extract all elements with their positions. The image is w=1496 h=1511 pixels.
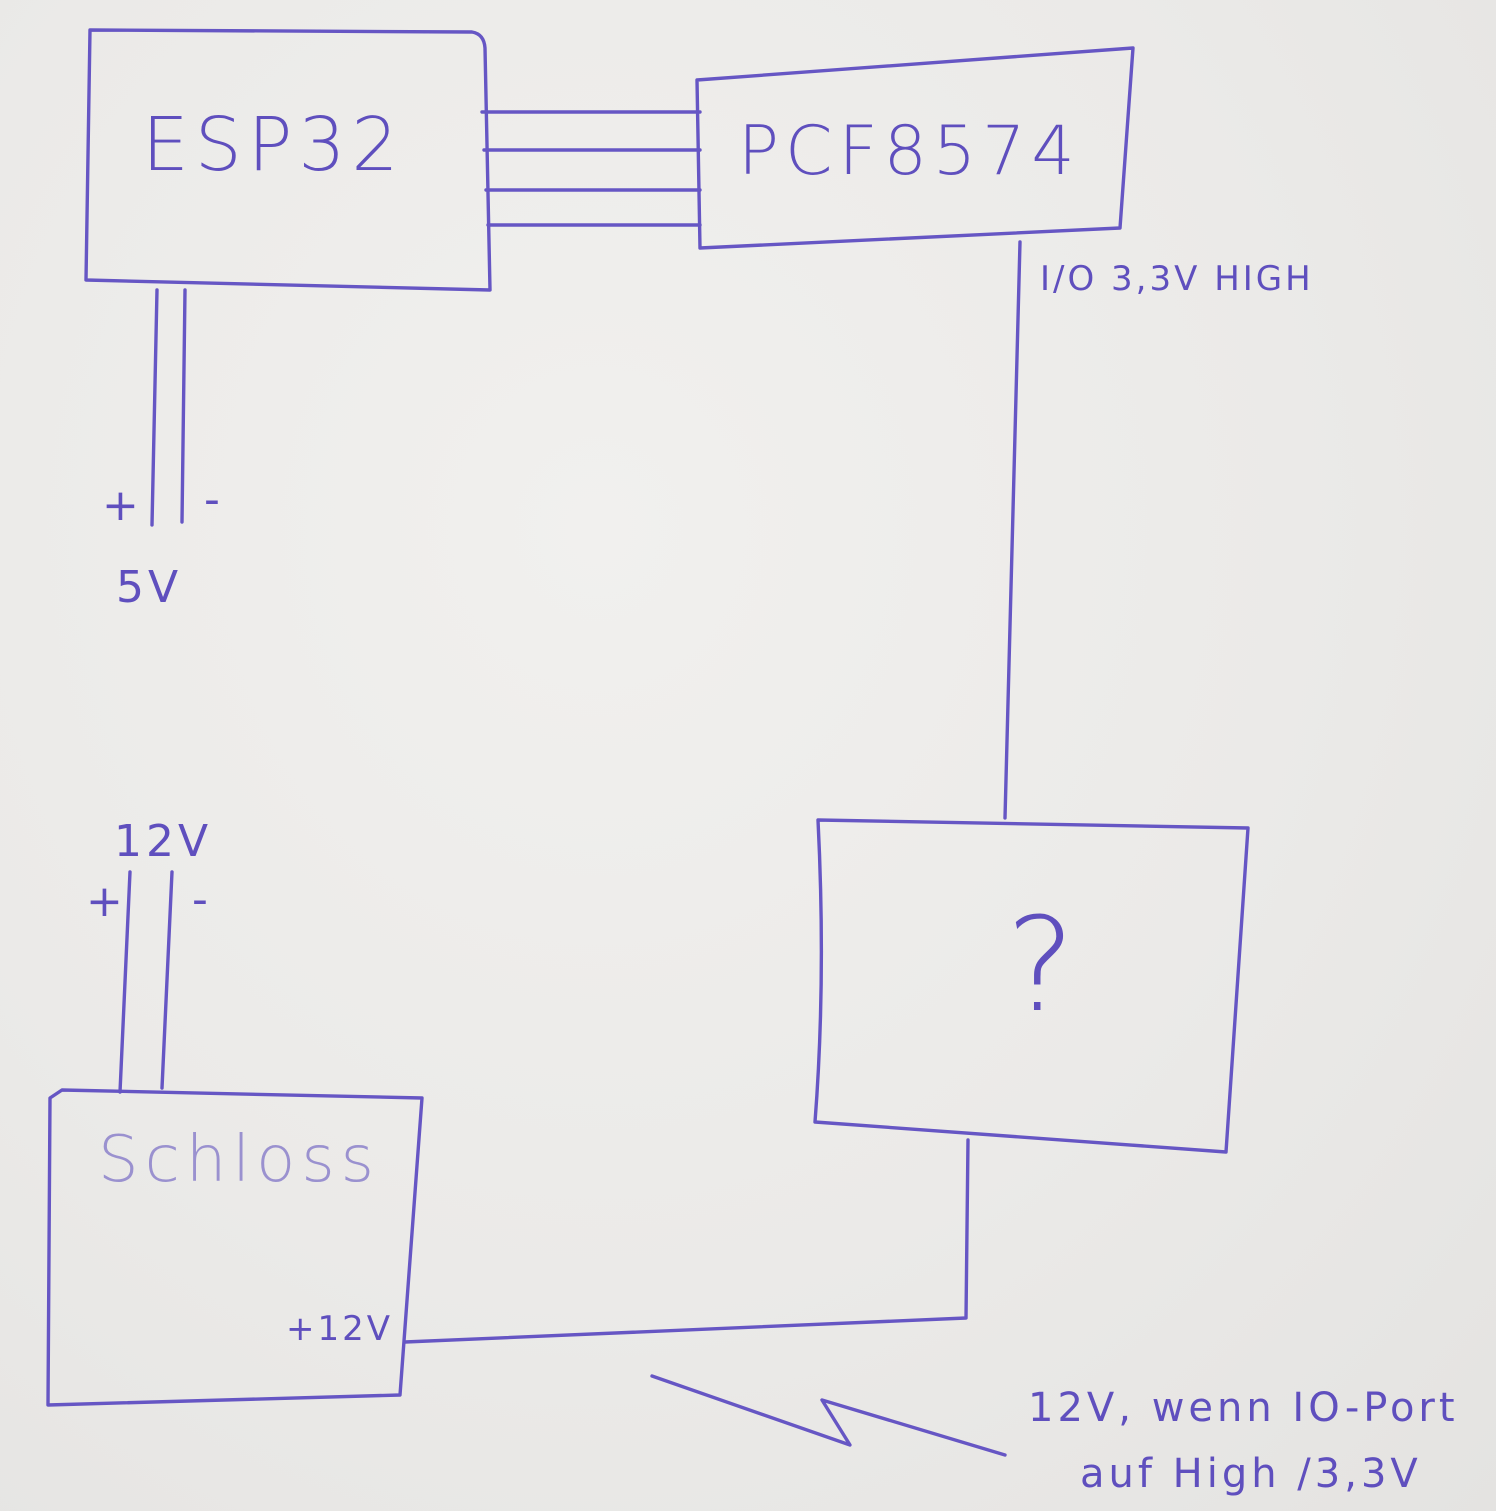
supply-5v-minus-label: -: [204, 474, 224, 525]
supply-5v-minus-line: [180, 288, 187, 524]
annotation-arrow: [650, 1374, 1007, 1457]
unknown-component-box: [813, 818, 1250, 1154]
supply-12v-label: 12V: [114, 816, 213, 867]
supply-5v-label: 5V: [116, 562, 183, 613]
supply-12v-plus-line: [118, 870, 132, 1094]
esp32-label: ESP32: [142, 102, 405, 188]
annotation-note-line-1: 12V, wenn IO-Port: [1028, 1385, 1459, 1431]
output-12v-wire: [403, 1138, 970, 1344]
supply-5v-plus-label: +: [102, 480, 143, 531]
annotation-note-line-2: auf High /3,3V: [1080, 1451, 1422, 1497]
supply-5v-plus-line: [150, 288, 159, 527]
io-signal-line: [1003, 240, 1022, 820]
unknown-component-label: ?: [1006, 889, 1075, 1041]
io-signal-label: I/O 3,3V HIGH: [1040, 259, 1314, 299]
supply-12v-minus-label: -: [192, 874, 212, 925]
schloss-box: [46, 1088, 424, 1407]
supply-12v-minus-line: [160, 870, 174, 1090]
schloss-terminal-label: +12V: [286, 1309, 394, 1349]
esp32-box: [84, 28, 492, 292]
schloss-label: Schloss: [98, 1123, 380, 1197]
pcf8574-box: [695, 46, 1135, 250]
supply-12v-plus-label: +: [86, 876, 127, 927]
pcf8574-label: PCF8574: [738, 112, 1081, 191]
